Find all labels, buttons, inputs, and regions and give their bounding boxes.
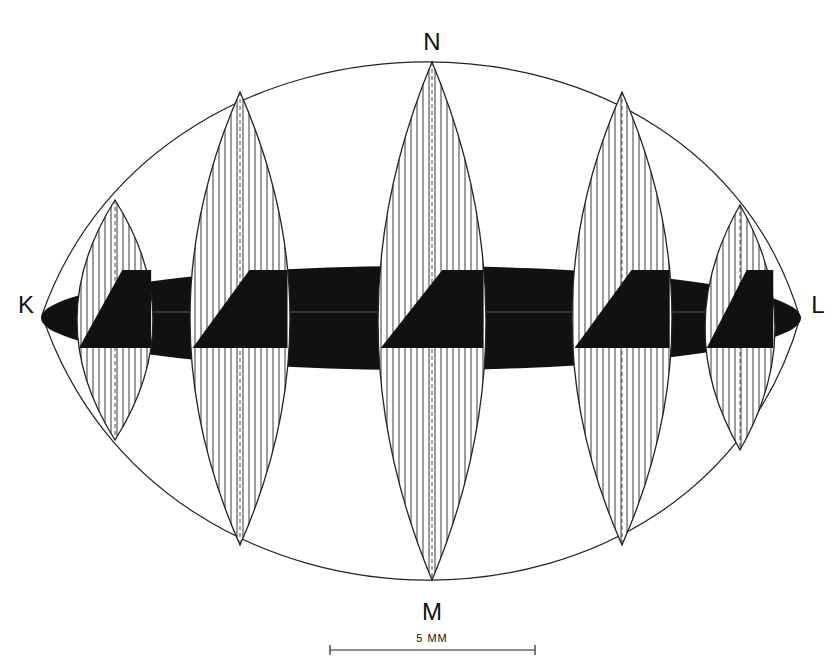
lens-section — [378, 62, 486, 580]
vertical-sections — [77, 62, 775, 580]
lens-section — [190, 92, 290, 545]
scale-tick — [534, 645, 535, 655]
scale-line — [330, 649, 535, 650]
lens-section — [705, 205, 775, 450]
outer-outline — [42, 62, 800, 580]
scale-label: 5 MM — [416, 633, 448, 644]
point-label: M — [422, 600, 442, 624]
point-label: K — [18, 293, 34, 317]
dark-facet — [381, 270, 484, 348]
point-label: N — [423, 30, 440, 54]
point-label: L — [811, 293, 824, 317]
dark-facet — [707, 270, 774, 348]
dark-facet — [575, 270, 670, 348]
lens-section — [77, 200, 153, 440]
dark-facet — [79, 270, 151, 348]
scale-tick — [329, 645, 330, 655]
dark-facet — [193, 270, 288, 348]
scale-bar — [330, 645, 535, 655]
lens-section — [572, 92, 672, 545]
